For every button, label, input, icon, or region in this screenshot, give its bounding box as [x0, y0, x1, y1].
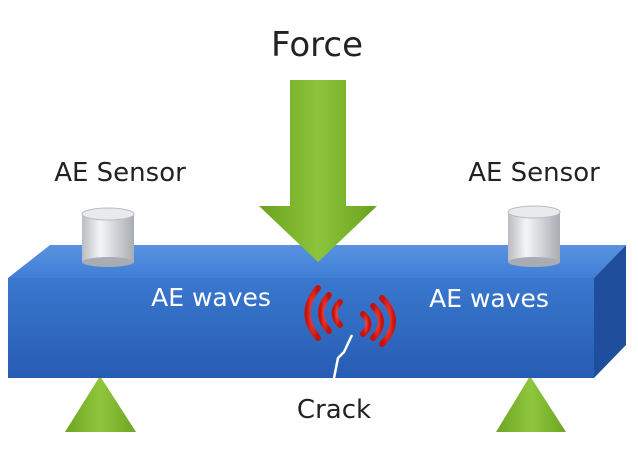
- ae-wave-arcs-right: [360, 295, 396, 347]
- crack-line: [332, 334, 354, 379]
- right-sensor: [507, 205, 561, 267]
- force-arrow: [259, 80, 377, 262]
- beam-top-face: [8, 245, 626, 278]
- force-label: Force: [271, 25, 363, 65]
- left-support: [65, 376, 136, 432]
- crack-label: Crack: [297, 395, 371, 425]
- ae-wave-arcs-left: [304, 285, 343, 341]
- sensor-right-label: AE Sensor: [468, 158, 600, 188]
- right-support: [496, 376, 566, 432]
- beam-front-face: [8, 278, 594, 378]
- left-sensor: [81, 207, 135, 267]
- sensor-left-label: AE Sensor: [54, 158, 186, 188]
- beam-end-face: [594, 245, 626, 378]
- waves-left-label: AE waves: [151, 283, 271, 312]
- waves-right-label: AE waves: [429, 284, 549, 313]
